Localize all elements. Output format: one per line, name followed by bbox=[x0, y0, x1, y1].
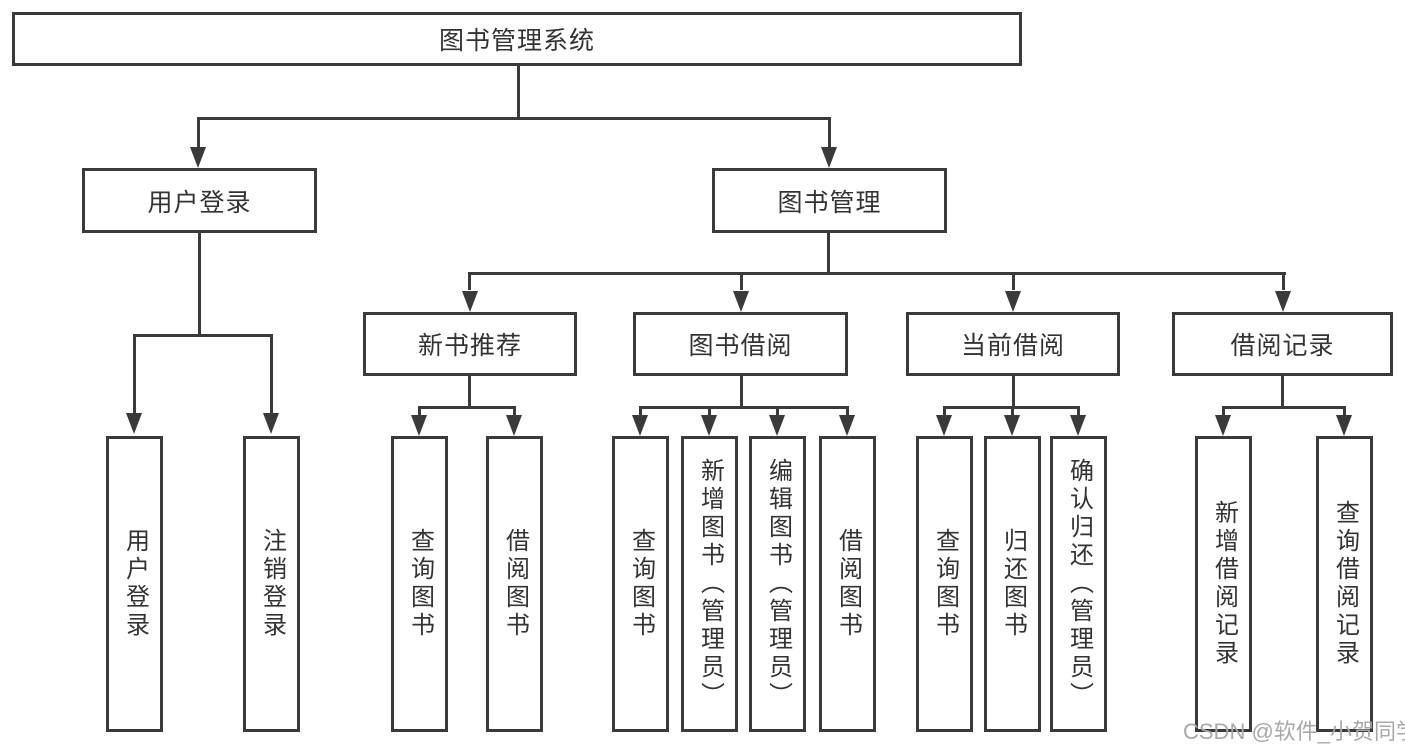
arrow-down-icon bbox=[1336, 415, 1352, 436]
leaf-borrow-books: 借阅图书 bbox=[486, 436, 543, 732]
arrow-down-icon bbox=[821, 147, 837, 168]
arrow-down-icon bbox=[126, 413, 142, 434]
arrow-down-icon bbox=[1275, 291, 1291, 312]
node-library-system: 图书管理系统 bbox=[12, 12, 1022, 66]
connector-drop bbox=[639, 406, 642, 416]
arrow-down-icon bbox=[263, 413, 279, 434]
leaf-label: 查询借阅记录 bbox=[1331, 500, 1359, 668]
arrow-down-icon bbox=[1215, 415, 1231, 436]
arrow-down-icon bbox=[733, 291, 749, 312]
leaf-logout: 注销登录 bbox=[243, 436, 300, 732]
connector-drop bbox=[418, 406, 421, 416]
connector-root-trunk bbox=[517, 66, 520, 119]
arrow-down-icon bbox=[462, 291, 478, 312]
arrow-down-icon bbox=[1070, 415, 1086, 436]
leaf-query-books: 查询图书 bbox=[391, 436, 448, 732]
leaf-add-books-admin: 新增图书（管理员） bbox=[681, 436, 738, 732]
arrow-down-icon bbox=[936, 415, 952, 436]
connector-drop bbox=[708, 406, 711, 416]
leaf-confirm-return-admin: 确认归还（管理员） bbox=[1050, 436, 1107, 732]
node-book-management: 图书管理 bbox=[712, 168, 947, 233]
leaf-borrow-books: 借阅图书 bbox=[819, 436, 876, 732]
node-user-login: 用户登录 bbox=[82, 168, 317, 233]
leaf-query-borrow-record: 查询借阅记录 bbox=[1316, 436, 1373, 732]
connector-drop bbox=[943, 406, 946, 416]
leaf-edit-books-admin: 编辑图书（管理员） bbox=[749, 436, 806, 732]
leaf-label: 查询图书 bbox=[406, 528, 434, 640]
leaf-label: 借阅图书 bbox=[501, 528, 529, 640]
connector-recommend-branch bbox=[418, 406, 516, 409]
connector-current-trunk bbox=[1012, 376, 1015, 407]
connector-mgmt-trunk bbox=[827, 233, 830, 274]
arrow-down-icon bbox=[411, 415, 427, 436]
leaf-user-login: 用户登录 bbox=[106, 436, 163, 732]
connector-login-branch bbox=[133, 334, 273, 337]
leaf-label: 借阅图书 bbox=[834, 528, 862, 640]
connector-borrow-trunk bbox=[740, 376, 743, 407]
leaf-label: 确认归还（管理员） bbox=[1065, 458, 1093, 710]
node-borrow-records: 借阅记录 bbox=[1172, 312, 1393, 376]
arrow-down-icon bbox=[190, 147, 206, 168]
connector-drop bbox=[513, 406, 516, 416]
connector-drop bbox=[828, 117, 831, 149]
leaf-label: 新增图书（管理员） bbox=[696, 458, 724, 710]
connector-drop bbox=[776, 406, 779, 416]
arrow-down-icon bbox=[1005, 291, 1021, 312]
connector-drop bbox=[1012, 272, 1015, 290]
leaf-query-books: 查询图书 bbox=[612, 436, 669, 732]
leaf-return-books: 归还图书 bbox=[984, 436, 1041, 732]
connector-drop bbox=[846, 406, 849, 416]
arrow-down-icon bbox=[506, 415, 522, 436]
watermark: CSDN @软件_小贺同学 bbox=[1183, 719, 1405, 744]
arrow-down-icon bbox=[1004, 415, 1020, 436]
connector-drop bbox=[133, 334, 136, 414]
connector-drop bbox=[740, 272, 743, 290]
arrow-down-icon bbox=[769, 415, 785, 436]
connector-drop bbox=[468, 272, 471, 290]
connector-drop bbox=[1077, 406, 1080, 416]
connector-drop bbox=[1343, 406, 1346, 416]
arrow-down-icon bbox=[701, 415, 717, 436]
arrow-down-icon bbox=[632, 415, 648, 436]
connector-records-branch bbox=[1222, 406, 1346, 409]
node-book-borrow: 图书借阅 bbox=[633, 312, 848, 376]
connector-root-branch bbox=[197, 117, 831, 120]
connector-borrow-branch bbox=[639, 406, 849, 409]
node-label: 图书管理系统 bbox=[438, 27, 595, 55]
node-label: 借阅记录 bbox=[1230, 332, 1335, 360]
connector-mgmt-branch bbox=[468, 272, 1286, 275]
leaf-label: 新增借阅记录 bbox=[1210, 500, 1238, 668]
leaf-label: 归还图书 bbox=[999, 528, 1027, 640]
node-new-book-recommend: 新书推荐 bbox=[363, 312, 577, 376]
connector-drop bbox=[1282, 272, 1285, 290]
connector-drop bbox=[1222, 406, 1225, 416]
connector-drop bbox=[1011, 406, 1014, 416]
arrow-down-icon bbox=[839, 415, 855, 436]
connector-login-trunk bbox=[198, 233, 201, 336]
connector-records-trunk bbox=[1281, 376, 1284, 407]
node-label: 图书管理 bbox=[777, 188, 882, 217]
leaf-label: 查询图书 bbox=[627, 528, 655, 640]
leaf-query-books: 查询图书 bbox=[916, 436, 973, 732]
connector-drop bbox=[197, 117, 200, 149]
leaf-label: 编辑图书（管理员） bbox=[764, 458, 792, 710]
node-label: 新书推荐 bbox=[417, 332, 522, 360]
node-label: 用户登录 bbox=[147, 188, 252, 217]
node-label: 当前借阅 bbox=[960, 332, 1065, 360]
connector-drop bbox=[270, 334, 273, 414]
leaf-add-borrow-record: 新增借阅记录 bbox=[1195, 436, 1252, 732]
leaf-label: 查询图书 bbox=[931, 528, 959, 640]
leaf-label: 注销登录 bbox=[258, 528, 286, 640]
node-label: 图书借阅 bbox=[688, 332, 793, 360]
connector-recommend-trunk bbox=[468, 376, 471, 407]
node-current-borrow: 当前借阅 bbox=[906, 312, 1120, 376]
leaf-label: 用户登录 bbox=[121, 528, 149, 640]
